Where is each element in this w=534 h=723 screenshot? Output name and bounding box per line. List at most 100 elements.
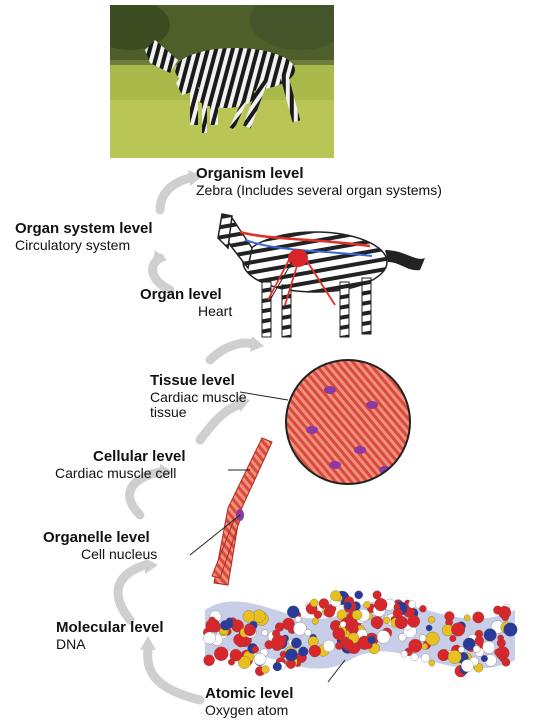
atom-sphere bbox=[331, 622, 339, 630]
atom-sphere bbox=[428, 616, 435, 623]
level-title: Tissue level bbox=[150, 373, 246, 390]
atom-sphere bbox=[411, 653, 418, 660]
atom-sphere bbox=[407, 615, 419, 627]
atom-sphere bbox=[309, 645, 321, 657]
atom-sphere bbox=[502, 614, 509, 621]
atom-sphere bbox=[458, 647, 464, 653]
level-title: Organelle level bbox=[43, 530, 157, 547]
atom-sphere bbox=[450, 635, 457, 642]
atom-sphere bbox=[484, 629, 497, 642]
atom-sphere bbox=[371, 616, 383, 628]
atom-sphere bbox=[291, 638, 301, 648]
level-subtitle-line2: tissue bbox=[150, 405, 246, 421]
atom-sphere bbox=[343, 639, 354, 650]
atom-sphere bbox=[312, 618, 319, 625]
muscle-cell-strand bbox=[190, 438, 272, 585]
muscle-tissue-circle bbox=[240, 360, 410, 484]
atom-sphere bbox=[421, 653, 430, 662]
atom-sphere bbox=[464, 615, 470, 621]
atom-sphere bbox=[335, 642, 342, 649]
zebra-circulatory-illustration bbox=[218, 214, 425, 337]
atom-sphere bbox=[355, 591, 363, 599]
level-subtitle: Circulatory system bbox=[15, 238, 153, 254]
atom-sphere bbox=[344, 602, 352, 610]
atom-sphere bbox=[252, 646, 259, 653]
atom-sphere bbox=[383, 617, 390, 624]
atom-sphere bbox=[230, 649, 242, 661]
atom-sphere bbox=[374, 598, 387, 611]
atom-sphere bbox=[262, 630, 268, 636]
atom-sphere bbox=[368, 636, 376, 644]
atom-sphere bbox=[364, 601, 371, 608]
organ-system-level-label: Organ system level Circulatory system bbox=[15, 221, 153, 253]
organelle-level-label: Organelle level Cell nucleus bbox=[43, 530, 157, 562]
atom-sphere bbox=[305, 629, 312, 636]
atom-sphere bbox=[451, 623, 465, 637]
atom-sphere bbox=[419, 605, 426, 612]
atom-sphere bbox=[295, 616, 301, 622]
atom-sphere bbox=[426, 632, 440, 646]
atom-sphere bbox=[393, 609, 403, 619]
atom-sphere bbox=[473, 612, 484, 623]
atom-sphere bbox=[285, 649, 297, 661]
level-subtitle: DNA bbox=[56, 637, 164, 653]
atom-sphere bbox=[473, 646, 480, 653]
atom-sphere bbox=[204, 632, 216, 644]
atomic-level-label: Atomic level Oxygen atom bbox=[205, 686, 293, 718]
atom-sphere bbox=[206, 620, 218, 632]
atom-sphere bbox=[401, 651, 408, 658]
level-title: Organism level bbox=[196, 166, 442, 183]
level-subtitle: Zebra (Includes several organ systems) bbox=[196, 183, 442, 199]
atom-sphere bbox=[310, 599, 318, 607]
level-subtitle: Cardiac muscle cell bbox=[55, 466, 186, 482]
atom-sphere bbox=[324, 607, 335, 618]
atom-sphere bbox=[352, 610, 362, 620]
atom-sphere bbox=[204, 655, 215, 666]
atom-sphere bbox=[340, 621, 346, 627]
atom-sphere bbox=[475, 636, 484, 645]
atom-sphere bbox=[438, 649, 450, 661]
atom-sphere bbox=[504, 623, 518, 637]
atom-sphere bbox=[481, 655, 488, 662]
level-subtitle: Cardiac muscle bbox=[150, 390, 246, 406]
atom-sphere bbox=[502, 658, 510, 666]
atom-sphere bbox=[448, 650, 461, 663]
atom-sphere bbox=[348, 624, 358, 634]
atom-sphere bbox=[226, 621, 233, 628]
atom-sphere bbox=[420, 635, 427, 642]
atom-sphere bbox=[377, 630, 390, 643]
level-title: Cellular level bbox=[55, 449, 186, 466]
atom-sphere bbox=[399, 634, 407, 642]
level-title: Organ system level bbox=[15, 221, 153, 238]
atom-sphere bbox=[373, 591, 382, 600]
atom-sphere bbox=[422, 643, 428, 649]
atom-sphere bbox=[461, 660, 473, 672]
atom-sphere bbox=[244, 624, 256, 636]
atom-sphere bbox=[409, 639, 422, 652]
atom-sphere bbox=[408, 601, 416, 609]
atom-sphere bbox=[494, 649, 501, 656]
tissue-level-label: Tissue level Cardiac muscle tissue bbox=[150, 373, 246, 421]
atom-sphere bbox=[483, 641, 495, 653]
level-subtitle: Oxygen atom bbox=[205, 703, 293, 719]
atom-sphere bbox=[323, 640, 335, 652]
atom-sphere bbox=[394, 604, 400, 610]
atom-sphere bbox=[243, 610, 255, 622]
organism-level-label: Organism level Zebra (Includes several o… bbox=[196, 166, 442, 198]
atom-sphere bbox=[426, 625, 432, 631]
atom-sphere bbox=[262, 666, 270, 674]
cellular-level-label: Cellular level Cardiac muscle cell bbox=[55, 449, 186, 481]
level-subtitle: Cell nucleus bbox=[43, 547, 157, 563]
level-title: Organ level bbox=[140, 287, 232, 304]
dna-molecule bbox=[203, 591, 517, 683]
atom-sphere bbox=[330, 591, 341, 602]
atom-sphere bbox=[429, 660, 435, 666]
atom-sphere bbox=[214, 647, 228, 661]
atom-sphere bbox=[273, 662, 282, 671]
molecular-level-label: Molecular level DNA bbox=[56, 620, 164, 652]
atom-sphere bbox=[272, 635, 286, 649]
atom-sphere bbox=[299, 647, 309, 657]
atom-sphere bbox=[254, 653, 266, 665]
